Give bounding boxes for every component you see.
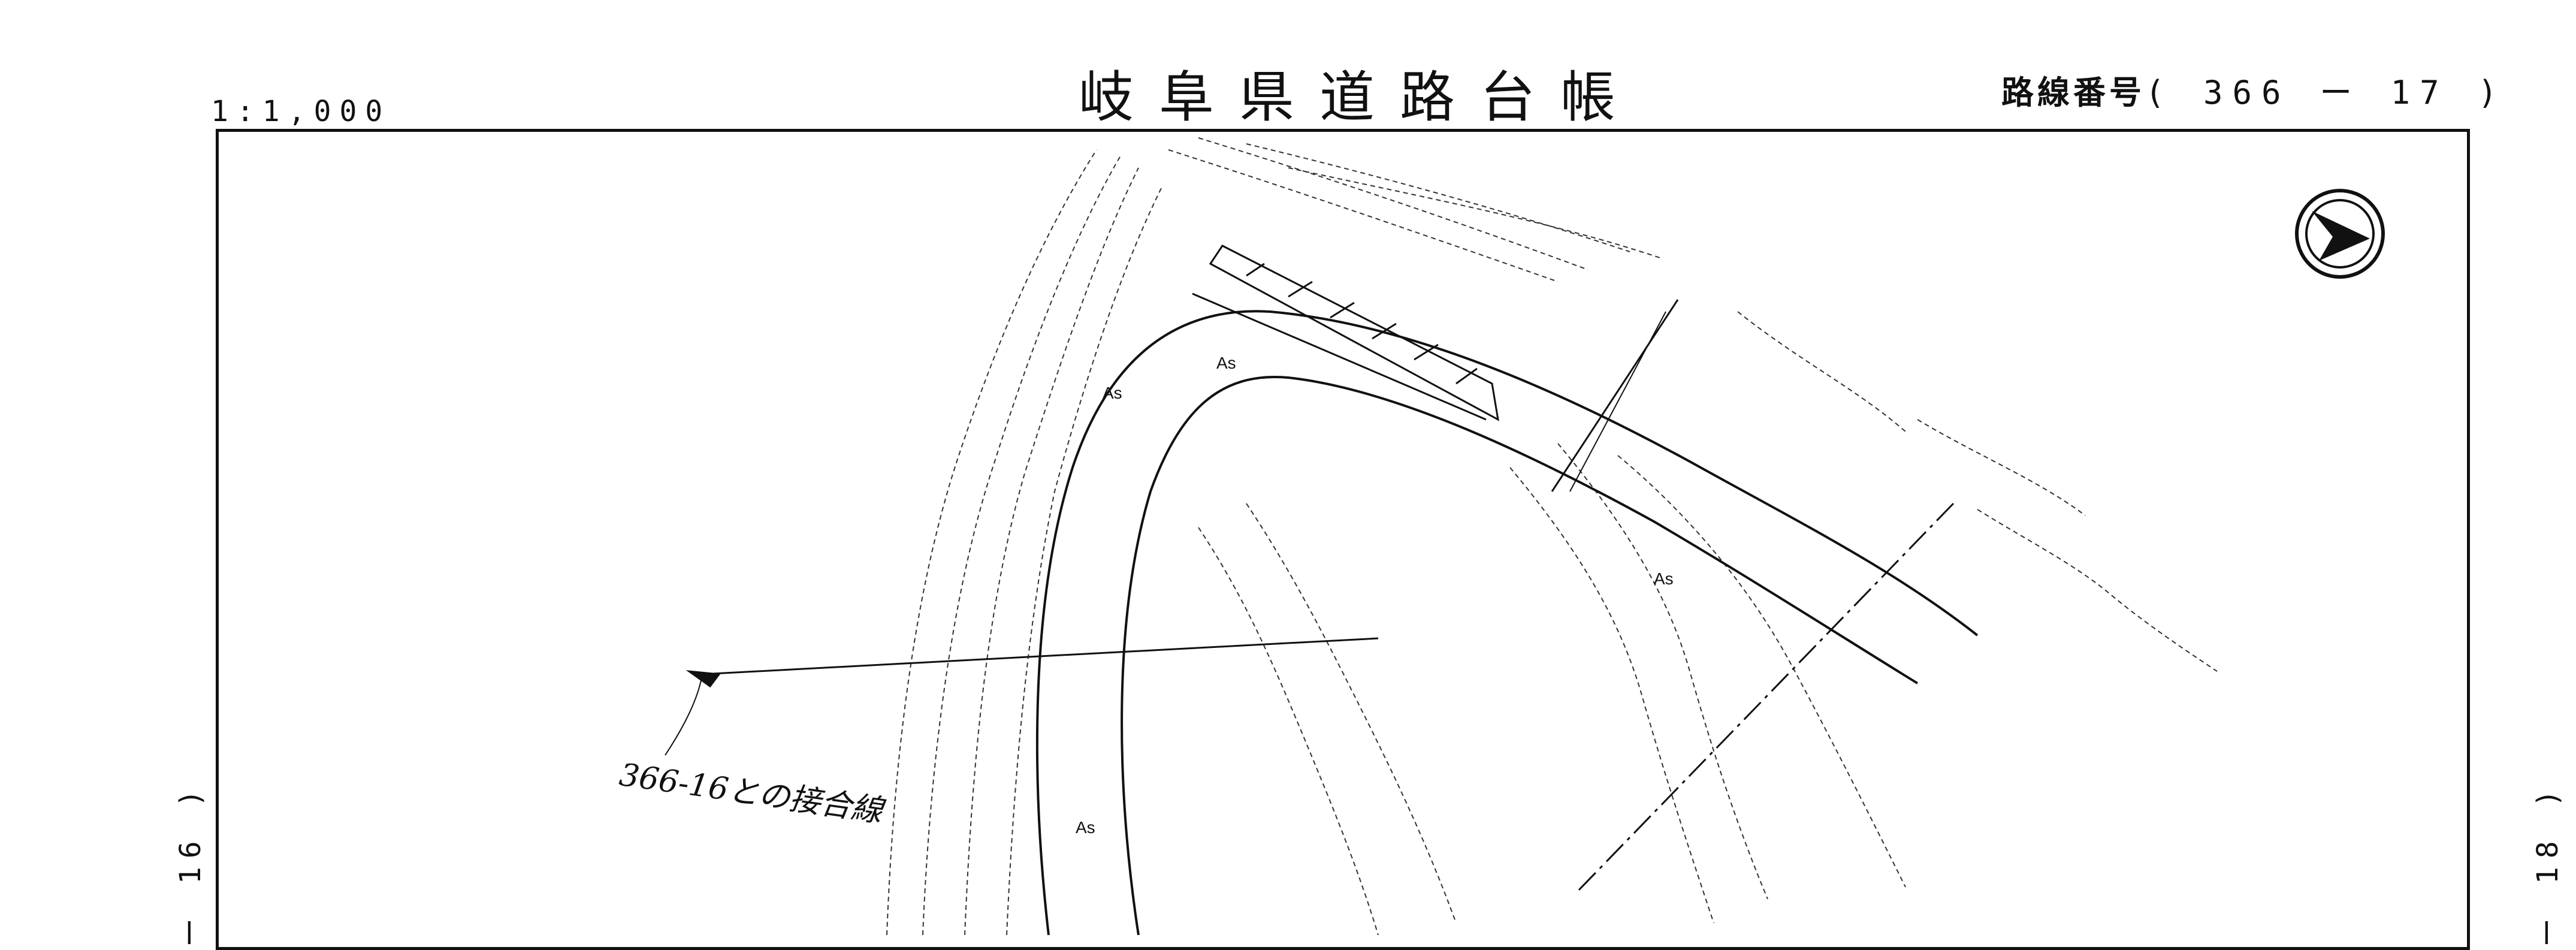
- contour-lines: [886, 137, 2218, 936]
- route-label: 路線番号: [2001, 74, 2145, 111]
- junction-line: [665, 637, 1379, 756]
- scale-label: 1:1,000: [211, 95, 391, 128]
- as-label: As: [1103, 384, 1122, 402]
- north-arrow-icon: [2295, 189, 2385, 279]
- as-label: As: [1216, 354, 1236, 372]
- road: [1035, 292, 1979, 936]
- page-title: 岐阜県道路台帳: [1079, 65, 1641, 129]
- as-label: As: [1654, 569, 1674, 588]
- embankment-hatching: [1209, 245, 1499, 421]
- as-label: As: [1076, 818, 1095, 837]
- surface-labels: As As As As: [1076, 354, 1674, 837]
- route-number: 路線番号( 366 ー 17 ): [2001, 66, 2507, 113]
- boundary-line: [1551, 299, 1955, 894]
- route-number-value: ( 366 ー 17 ): [2145, 74, 2507, 111]
